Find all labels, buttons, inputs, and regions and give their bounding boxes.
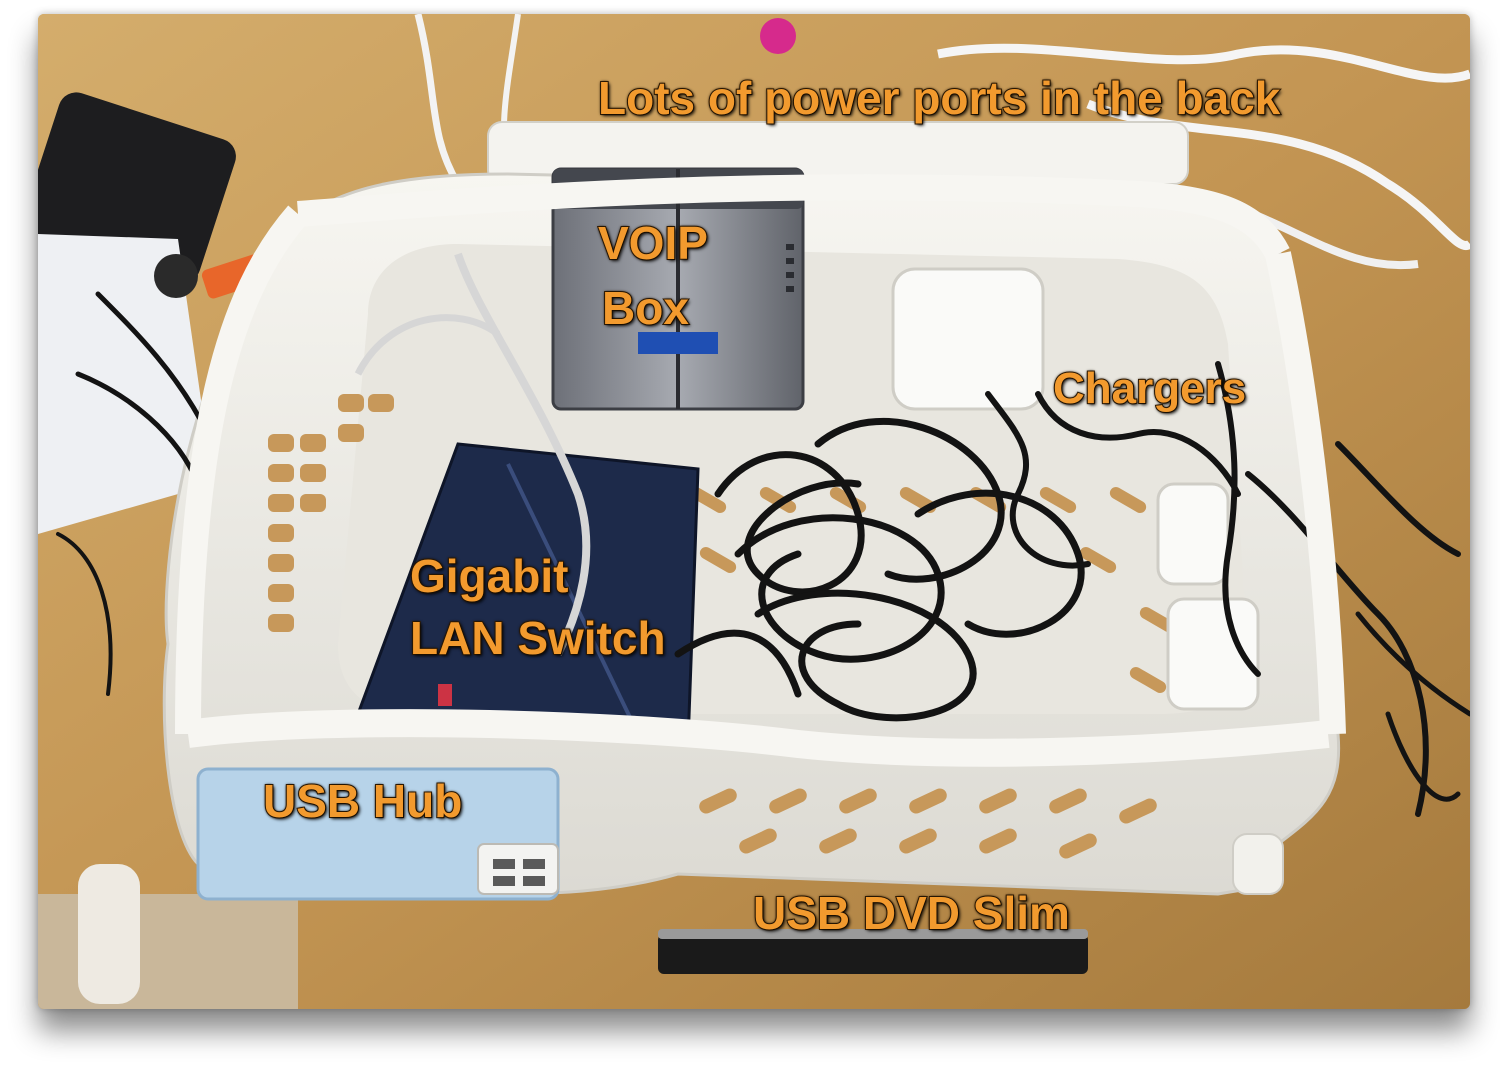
black-adapter: [38, 92, 236, 283]
label-voip-box-line2: Box: [601, 282, 690, 334]
usb-hub: [196, 767, 560, 901]
floor-shadow: [38, 894, 298, 1009]
charger-side: [1156, 482, 1230, 586]
label-gigabit-line1: Gigabit: [409, 550, 569, 602]
label-power-ports: Lots of power ports in the back: [597, 72, 1281, 124]
basket-slots: [268, 394, 1177, 859]
basket-rim-left: [175, 205, 308, 735]
usb-hub-ports: [477, 843, 559, 895]
basket-rim-back: [297, 174, 1290, 261]
basket-rim: [186, 709, 1330, 767]
usb-dvd: [658, 934, 1088, 974]
paper: [38, 234, 213, 534]
label-usb-dvd: USB DVD Slim: [752, 887, 1071, 939]
basket-rim-right: [1265, 251, 1346, 735]
voip-blue-label: [638, 332, 718, 354]
label-usb-hub: USB Hub: [262, 775, 463, 827]
white-cable: [937, 43, 1470, 83]
grey-cable: [454, 252, 591, 656]
basket-foot: [1232, 833, 1284, 895]
label-voip-box-line1: VOIP: [597, 217, 709, 269]
plug-head: [154, 254, 198, 298]
switch-red-mark: [438, 684, 452, 706]
charger-side-2: [1166, 597, 1260, 711]
voip-leds: [786, 244, 794, 292]
photo-frame: Lots of power ports in the back VOIP Box…: [38, 14, 1470, 1009]
table-leg: [78, 864, 140, 1004]
charger-main: [891, 267, 1045, 411]
black-cables: [56, 291, 1470, 817]
grey-cable: [354, 314, 501, 376]
desk-photo: [38, 14, 1470, 1009]
pink-object: [760, 18, 796, 54]
white-cable: [414, 14, 462, 186]
label-chargers: Chargers: [1052, 364, 1247, 413]
label-gigabit-line2: LAN Switch: [409, 612, 667, 664]
